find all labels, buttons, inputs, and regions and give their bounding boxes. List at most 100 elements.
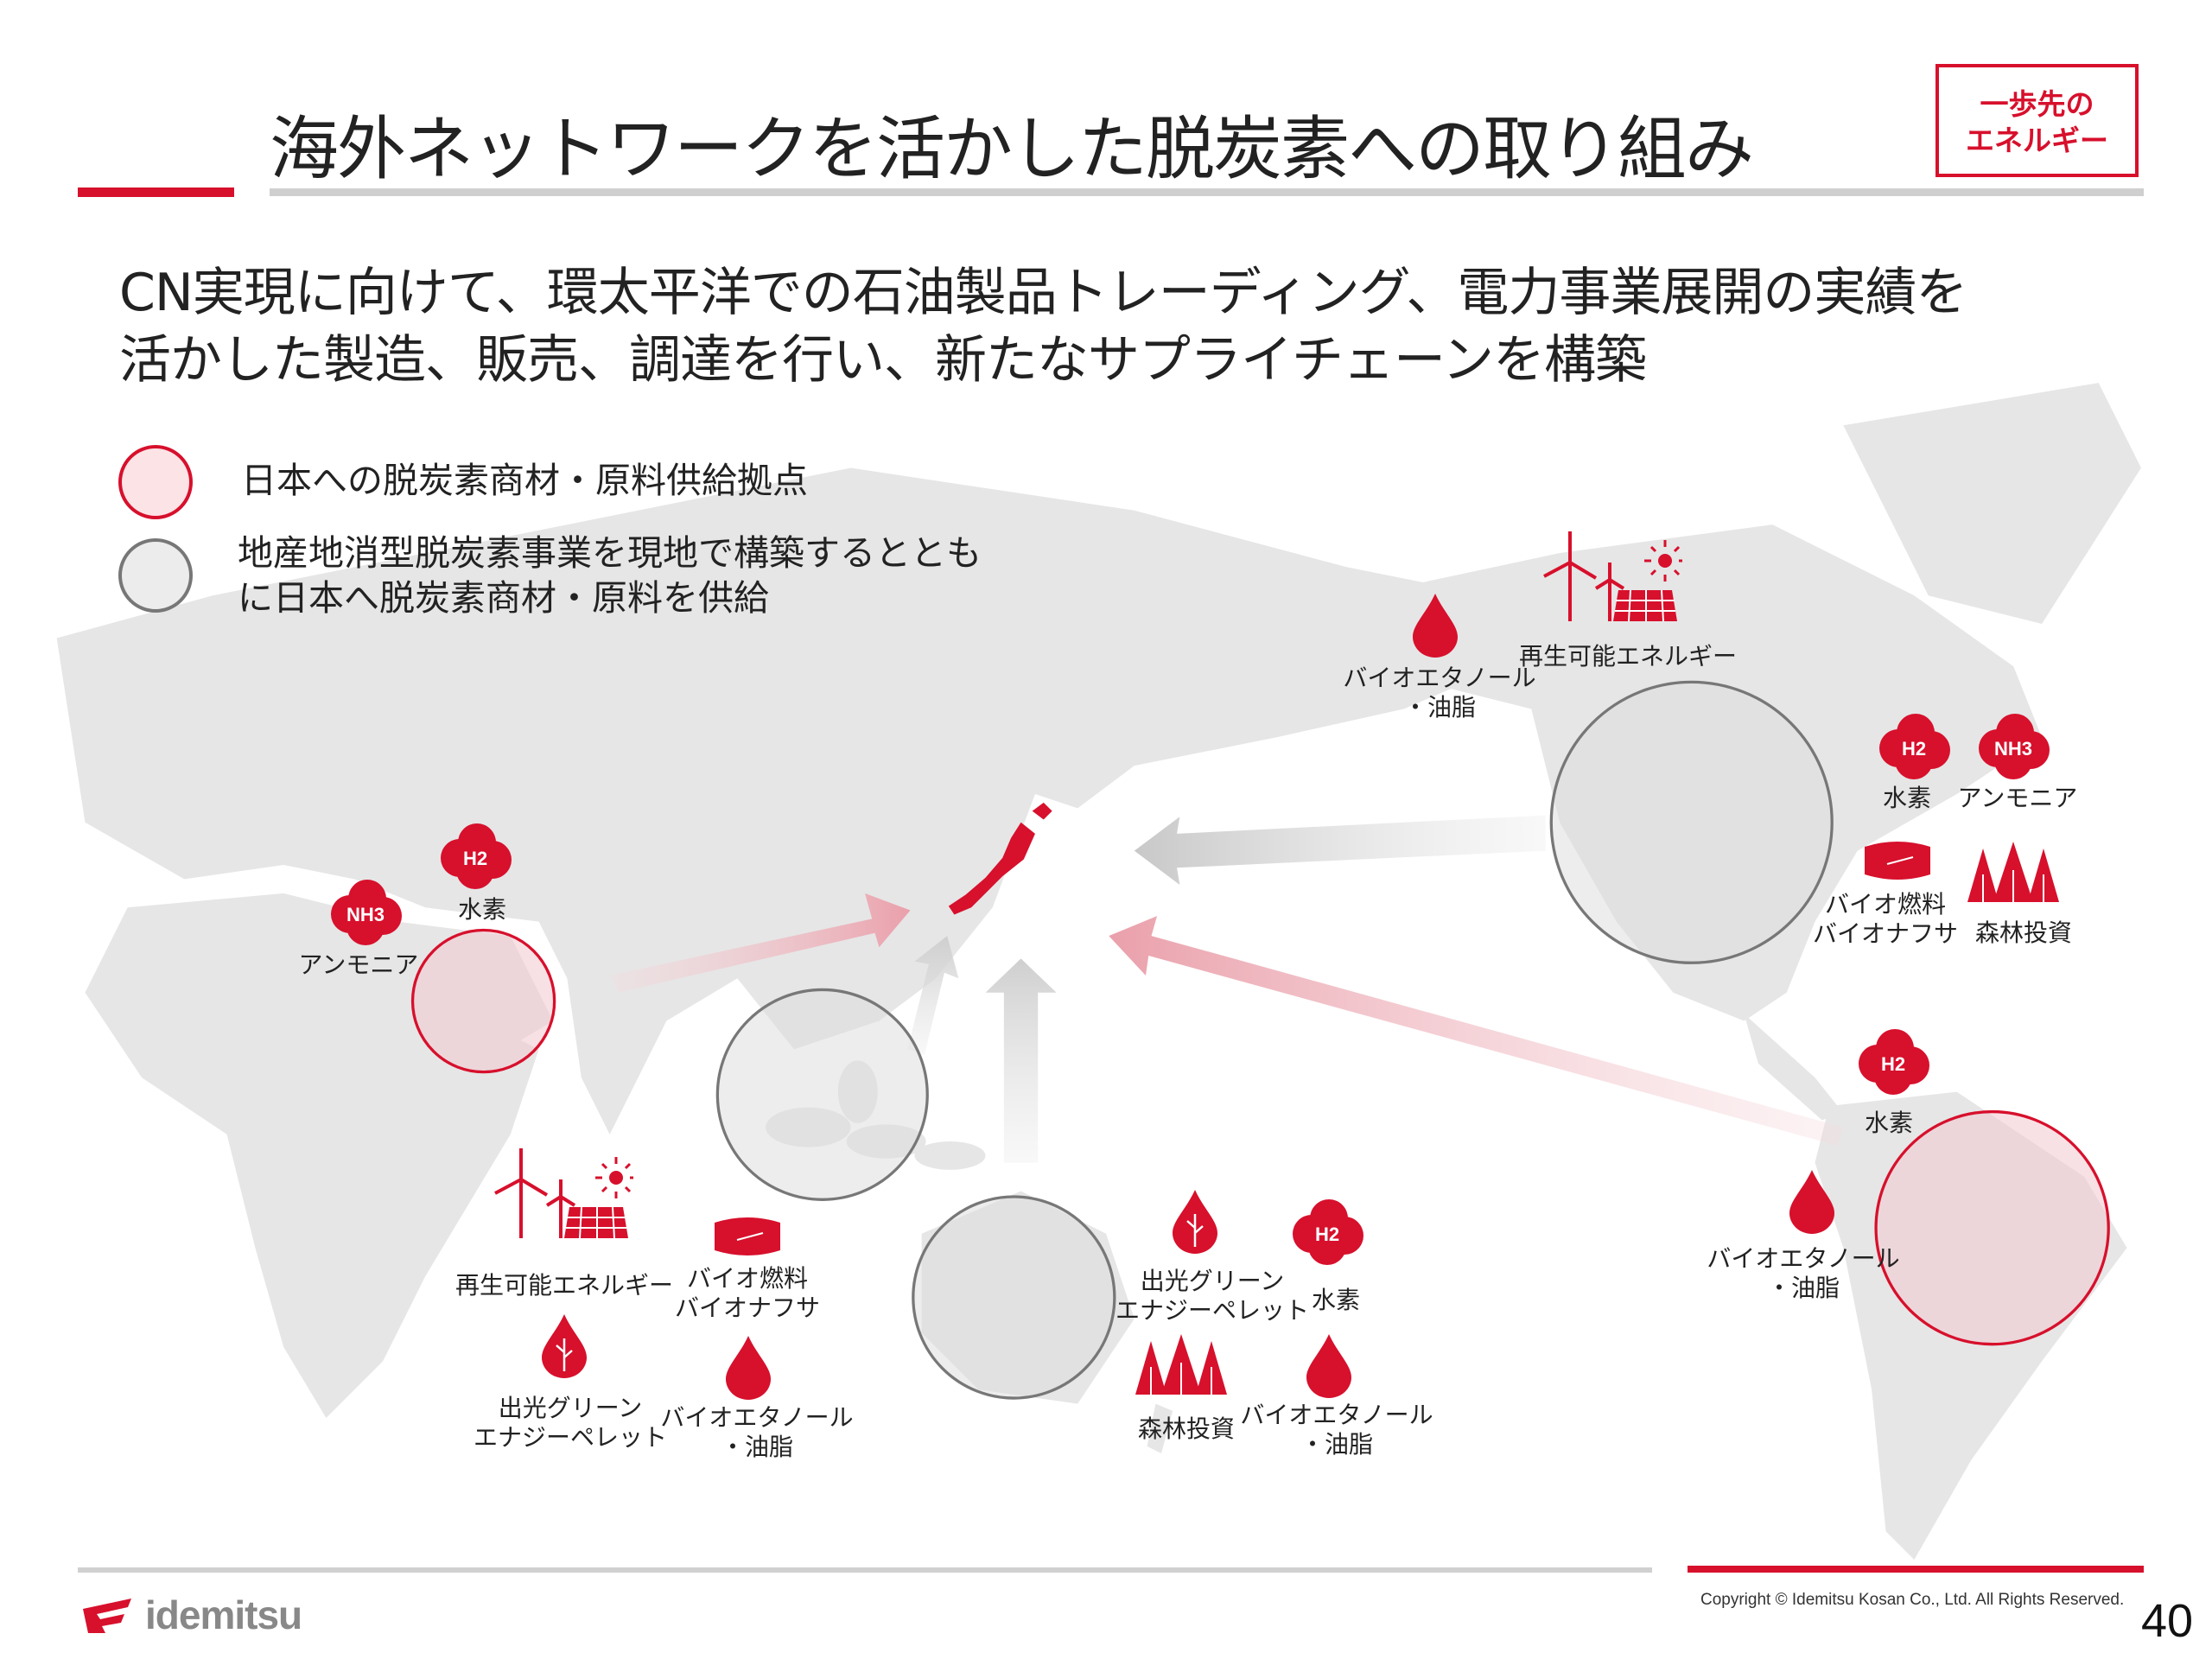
label-line: バイオエタノール [1707, 1244, 1900, 1273]
hydrogen-icon: H2 [434, 820, 517, 896]
label-bioethanol: バイオエタノール・油脂 [1240, 1401, 1433, 1459]
label-line: ・油脂 [1402, 693, 1477, 721]
label-line: ・油脂 [1766, 1274, 1840, 1302]
label-forest: 森林投資 [1975, 918, 2072, 948]
label-line: 再生可能エネルギー [454, 1271, 674, 1300]
label-bioethanol: バイオエタノール・油脂 [660, 1403, 853, 1462]
label-line: バイオエタノール [660, 1403, 854, 1432]
label-line: バイオナフサ [674, 1294, 821, 1322]
label-pellet: 出光グリーンエナジーペレット [1116, 1267, 1309, 1325]
label-line: エナジーペレット [1115, 1296, 1310, 1325]
page-number: 40 [2141, 1595, 2194, 1647]
svg-text:H2: H2 [1902, 738, 1926, 760]
arrow-south-america-to-japan [1109, 916, 1844, 1146]
label-line: アンモニア [1957, 784, 2078, 812]
bio-drop-icon [1409, 592, 1461, 661]
hydrogen-icon: H2 [1872, 710, 1955, 786]
svg-text:H2: H2 [1881, 1053, 1905, 1075]
renewable-icon [486, 1145, 637, 1243]
label-pellet: 出光グリーンエナジーペレット [474, 1394, 667, 1452]
label-ammonia: アンモニア [1958, 784, 2078, 813]
region-circle-middle-east [410, 928, 556, 1074]
footer-divider [78, 1567, 1652, 1573]
label-hydrogen: 水素 [1883, 784, 1931, 813]
label-line: 森林投資 [1137, 1414, 1236, 1443]
title-divider [270, 188, 2144, 196]
label-bioethanol: バイオエタノール・油脂 [1343, 664, 1535, 722]
svg-text:H2: H2 [463, 848, 487, 869]
region-circle-southeast-asia [715, 988, 929, 1201]
svg-text:NH3: NH3 [1994, 738, 2032, 760]
label-line: アンモニア [298, 950, 419, 979]
label-line: バイオ燃料 [1824, 890, 1947, 918]
label-renewable: 再生可能エネルギー [1519, 642, 1737, 671]
pellet-icon [1169, 1188, 1221, 1257]
region-circle-australia [912, 1195, 1116, 1400]
label-line: バイオエタノール [1343, 664, 1536, 692]
legend-label: に日本へ脱炭素商材・原料を供給 [238, 577, 769, 619]
label-forest: 森林投資 [1138, 1414, 1235, 1444]
footer-accent-bar [1688, 1566, 2144, 1573]
label-renewable: 再生可能エネルギー [455, 1271, 673, 1300]
biofuel-tank-icon [1861, 836, 1934, 888]
bio-drop-icon [722, 1334, 774, 1403]
forest-icon [1134, 1332, 1229, 1405]
label-hydrogen: 水素 [1865, 1109, 1913, 1138]
label-line: 森林投資 [1974, 918, 2073, 947]
label-line: 出光グリーン [1140, 1267, 1285, 1295]
bio-drop-icon [1303, 1332, 1355, 1402]
label-biofuel: バイオ燃料バイオナフサ [675, 1264, 820, 1323]
label-hydrogen: 水素 [458, 895, 506, 925]
hydrogen-icon: H2 [1286, 1196, 1369, 1272]
arrow-australia-to-japan [985, 958, 1057, 1163]
label-line: 水素 [457, 895, 507, 924]
ammonia-icon: NH3 [324, 876, 407, 952]
arrow-southeast-asia-to-japan [907, 936, 959, 1055]
eurasia [56, 467, 1503, 1050]
pellet-icon [538, 1313, 590, 1382]
page-title: 海外ネットワークを活かした脱炭素への取り組み [270, 109, 1754, 189]
label-hydrogen: 水素 [1312, 1286, 1360, 1315]
label-line: バイオ燃料 [686, 1264, 809, 1293]
label-ammonia: アンモニア [299, 950, 419, 980]
biofuel-tank-icon [711, 1212, 784, 1264]
subtitle-line: CN実現に向けて、環太平洋での石油製品トレーディング、電力事業展開の実績を [119, 263, 1967, 323]
renewable-icon [1535, 528, 1686, 626]
label-bioethanol: バイオエタノール・油脂 [1707, 1244, 1899, 1303]
logo-text: idemitsu [145, 1592, 302, 1637]
svg-text:NH3: NH3 [346, 904, 385, 925]
label-line: 水素 [1311, 1286, 1361, 1314]
region-circle-north-america [1549, 680, 1834, 964]
greenland [1843, 383, 2141, 625]
label-line: バイオエタノール [1240, 1401, 1433, 1429]
legend-swatch-supply-base [118, 445, 193, 519]
legend-swatch-local-business [118, 538, 193, 613]
label-line: ・油脂 [1300, 1430, 1374, 1459]
badge-line: エネルギー [1966, 124, 2108, 157]
hydrogen-icon: H2 [1852, 1026, 1935, 1102]
label-line: エナジーペレット [473, 1423, 668, 1452]
forest-icon [1966, 840, 2061, 912]
arrow-north-america-to-japan [1134, 815, 1546, 885]
title-accent-bar [78, 188, 234, 197]
label-line: バイオナフサ [1812, 919, 1959, 948]
subtitle-line: 活かした製造、販売、調達を行い、新たなサプライチェーンを構築 [119, 330, 1647, 391]
label-line: 出光グリーン [498, 1394, 643, 1422]
copyright: Copyright © Idemitsu Kosan Co., Ltd. All… [1700, 1591, 2125, 1609]
label-line: 水素 [1864, 1109, 1914, 1137]
legend-label: 地産地消型脱炭素事業を現地で構築するととも [238, 532, 982, 574]
label-biofuel: バイオ燃料バイオナフサ [1813, 890, 1958, 949]
ammonia-icon: NH3 [1972, 710, 2055, 786]
badge-line: 一歩先の [1980, 87, 2094, 121]
legend-label: 日本への脱炭素商材・原料供給拠点 [241, 460, 808, 501]
japan [948, 802, 1052, 915]
svg-text:H2: H2 [1315, 1224, 1339, 1245]
arrow-middle-east-to-japan [609, 893, 911, 993]
label-line: 再生可能エネルギー [1518, 642, 1738, 671]
idemitsu-logo: idemitsu [79, 1592, 302, 1638]
label-line: 水素 [1882, 784, 1932, 812]
slogan-badge: 一歩先の エネルギー [1936, 64, 2139, 177]
bio-drop-icon [1786, 1168, 1838, 1237]
label-line: ・油脂 [720, 1433, 794, 1461]
